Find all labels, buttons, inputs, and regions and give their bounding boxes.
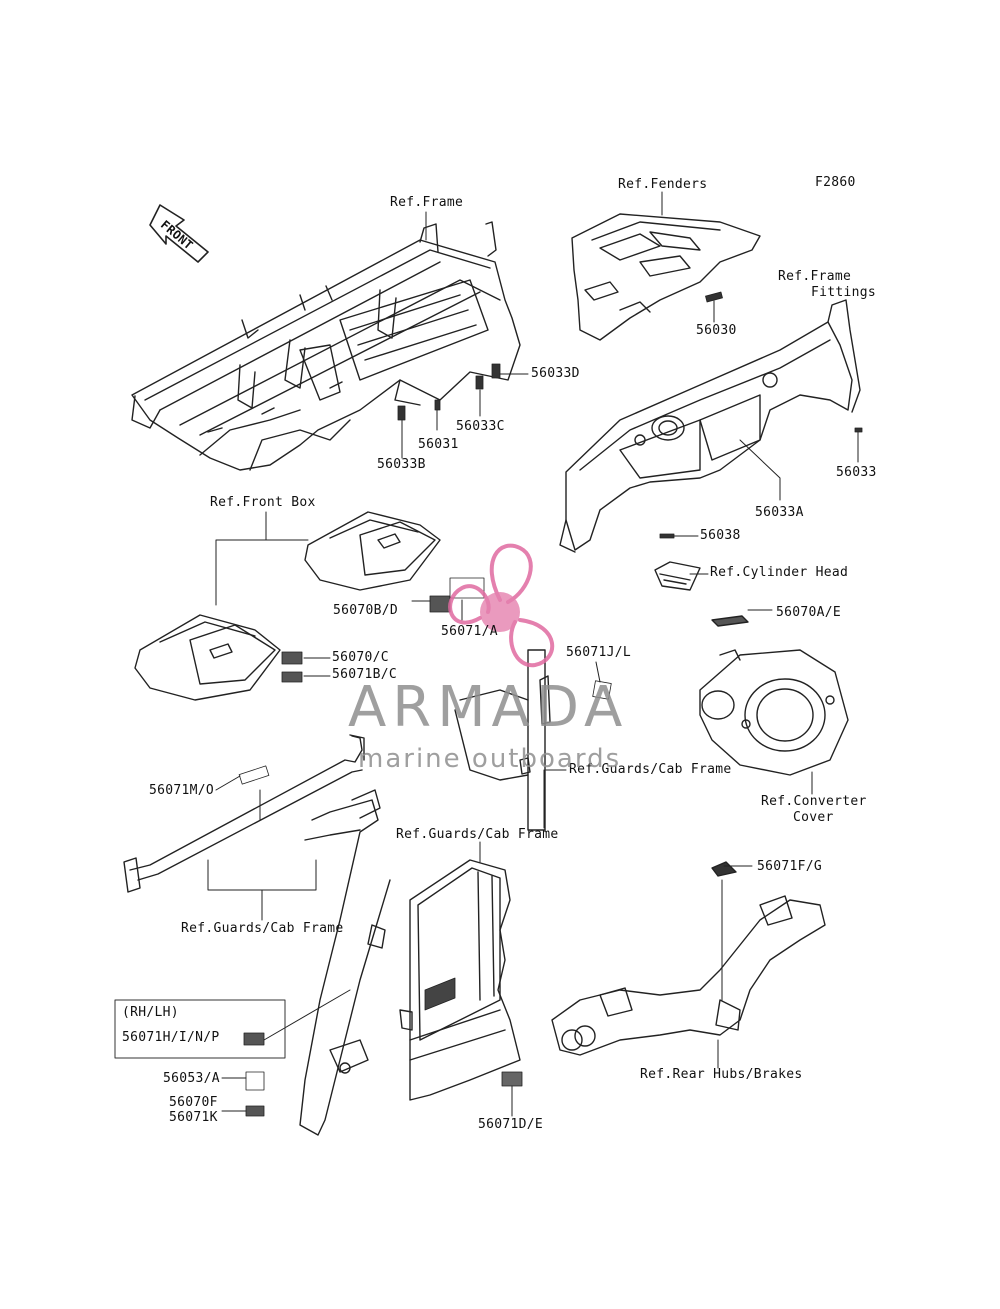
ref-front-box-label: Ref.Front Box	[210, 495, 316, 510]
main-frame-drawing	[131, 221, 521, 471]
ref-frame-fittings-label-2: Fittings	[811, 285, 877, 300]
part-56070B-D: 56070B/D	[333, 603, 399, 618]
part-56071M-O: 56071M/O	[149, 783, 215, 798]
part-56053-A: 56053/A	[163, 1071, 220, 1086]
ref-frame-fittings-label-1: Ref.Frame	[778, 269, 852, 284]
figure-code: F2860	[815, 175, 856, 190]
part-56070A-E: 56070A/E	[776, 605, 842, 620]
part-56038: 56038	[700, 528, 741, 543]
part-56033D: 56033D	[531, 366, 580, 381]
part-56071H-I-N-P: 56071H/I/N/P	[122, 1030, 220, 1045]
front-arrow-icon	[149, 204, 209, 263]
ref-cylinder-head-label: Ref.Cylinder Head	[710, 565, 849, 580]
part-56071F-G: 56071F/G	[757, 859, 823, 874]
rh-lh-bracket-box	[114, 999, 286, 1059]
leader-lines	[207, 191, 859, 1117]
part-56030: 56030	[696, 323, 737, 338]
vertical-guard-drawing	[454, 649, 551, 831]
ref-guards-cab-frame-label-1: Ref.Guards/Cab Frame	[569, 762, 732, 777]
watermark-title: ARMADA	[348, 675, 629, 740]
door-panel-drawing	[399, 859, 521, 1101]
frame-fittings-drawing	[559, 299, 861, 553]
rh-lh-label: (RH/LH)	[122, 1005, 179, 1020]
part-56071B-C: 56071B/C	[332, 667, 398, 682]
cab-pillar-drawing	[299, 799, 391, 1136]
converter-cover-drawing	[699, 615, 849, 776]
armada-logo-icon	[448, 543, 555, 668]
part-56071D-E: 56071D/E	[478, 1117, 544, 1132]
part-56033A: 56033A	[755, 505, 804, 520]
part-56033C: 56033C	[456, 419, 505, 434]
part-56070-C: 56070/C	[332, 650, 389, 665]
part-56033B: 56033B	[377, 457, 426, 472]
rear-hubs-drawing	[551, 861, 826, 1056]
part-56071-A: 56071/A	[441, 624, 498, 639]
fenders-drawing	[571, 213, 761, 341]
part-56070F: 56070F	[169, 1095, 218, 1110]
part-56071J-L: 56071J/L	[566, 645, 632, 660]
ref-rear-hubs-brakes-label: Ref.Rear Hubs/Brakes	[640, 1067, 803, 1082]
ref-guards-cab-frame-label-3: Ref.Guards/Cab Frame	[181, 921, 344, 936]
ref-converter-label-1: Ref.Converter	[761, 794, 867, 809]
part-56033: 56033	[836, 465, 877, 480]
part-56071K: 56071K	[169, 1110, 218, 1125]
ref-frame-label: Ref.Frame	[390, 195, 464, 210]
ref-converter-label-2: Cover	[793, 810, 834, 825]
part-56031: 56031	[418, 437, 459, 452]
watermark-subtitle: marine outboards	[358, 744, 622, 774]
front-box-drawing	[134, 511, 441, 701]
decal-marks	[238, 291, 863, 1117]
cylinder-head-drawing	[654, 561, 701, 591]
ref-fenders-label: Ref.Fenders	[618, 177, 708, 192]
guard-bar-drawing	[123, 734, 381, 893]
ref-guards-cab-frame-label-2: Ref.Guards/Cab Frame	[396, 827, 559, 842]
